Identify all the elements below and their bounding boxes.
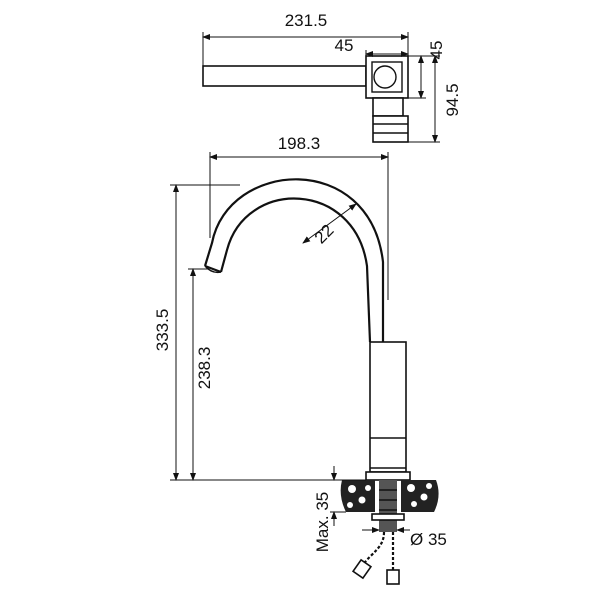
front-view: 198.3 22 333.5 238.3 Max. 35 Ø 35 <box>153 134 447 585</box>
threaded-shank <box>379 480 397 532</box>
dim-total-height: 333.5 <box>153 309 172 352</box>
top-view-lever-neck <box>372 97 404 117</box>
faucet-body <box>369 341 407 473</box>
spout-outer-edge <box>203 178 385 342</box>
top-view-body-inner <box>371 61 403 93</box>
hose-left <box>361 531 386 567</box>
dim-spout-height: 238.3 <box>195 347 214 390</box>
faucet-base-ring <box>365 471 411 481</box>
dim-hole-diameter: Ø 35 <box>410 530 447 549</box>
top-view-lever-handle <box>372 115 409 143</box>
hose-left-fitting <box>351 558 373 580</box>
countertop-section <box>340 480 439 512</box>
hose-right-fitting <box>386 569 400 585</box>
top-view-lever-circle <box>373 65 397 89</box>
dim-spout-diameter: 22 <box>311 221 338 248</box>
dim-top-offset: 45 <box>335 36 354 55</box>
spout-inner-edge <box>219 197 372 343</box>
dim-top-width: 231.5 <box>285 11 328 30</box>
top-view: 231.5 45 45 94.5 <box>202 11 462 143</box>
dim-top-height: 45 <box>427 41 446 60</box>
dim-spout-reach: 198.3 <box>278 134 321 153</box>
mounting-nut <box>371 513 405 521</box>
dim-top-depth: 94.5 <box>443 83 462 116</box>
dim-max-thickness: Max. 35 <box>313 492 332 552</box>
top-view-spout-arm <box>202 65 367 87</box>
